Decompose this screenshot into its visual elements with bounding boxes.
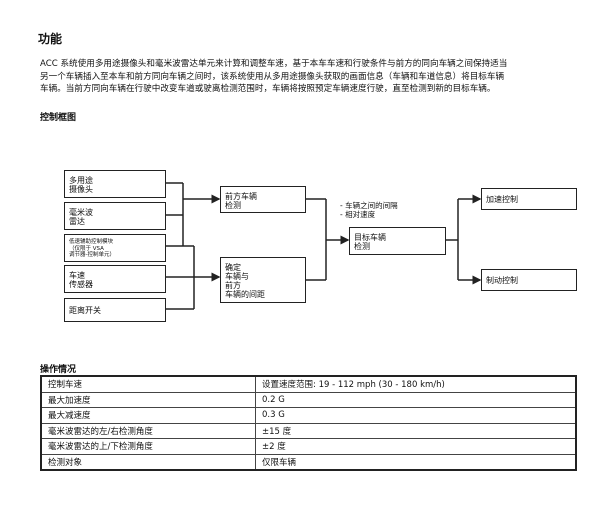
target-vehicle-detect-label: 目标车辆 检测 xyxy=(354,233,386,251)
table-cell-value: 0.3 G xyxy=(255,407,577,424)
target-vehicle-detect-box: 目标车辆 检测 xyxy=(349,227,446,255)
input-box-radar: 毫米波 雷达 xyxy=(64,202,166,230)
front-vehicle-detect-box: 前方车辆 检测 xyxy=(220,186,306,213)
table-cell-item: 控制车速 xyxy=(40,375,256,393)
table-row: 毫米波雷达的上/下检测角度 ±2 度 xyxy=(40,438,577,455)
table-cell-value: ±2 度 xyxy=(255,438,577,455)
section-title: 功能 xyxy=(38,32,63,46)
front-vehicle-detect-label: 前方车辆 检测 xyxy=(225,192,257,210)
table-cell-item: 检测对象 xyxy=(40,453,256,471)
operation-title: 操作情况 xyxy=(40,365,77,375)
distance-calc-label: 确定 车辆与 前方 车辆的间距 xyxy=(225,263,265,299)
input-label: 多用途 摄像头 xyxy=(69,176,93,194)
table-cell-item: 毫米波雷达的左/右检测角度 xyxy=(40,422,256,439)
operation-table: 控制车速 设置速度范围: 19 - 112 mph (30 - 180 km/h… xyxy=(40,375,577,471)
table-row: 毫米波雷达的左/右检测角度 ±15 度 xyxy=(40,422,577,439)
table-cell-value: 仅限车辆 xyxy=(255,453,577,471)
input-box-vsa-module: 低速辅助控制模块 （仅限于 VSA 调节器-控制单元） xyxy=(64,234,166,262)
intro-line: 车辆。当前方同向车辆在行驶中改变车道或驶离检测范围时，车辆将按照预定车辆速度行驶… xyxy=(40,84,496,94)
table-cell-item: 最大减速度 xyxy=(40,407,256,424)
accel-control-label: 加速控制 xyxy=(486,195,518,204)
distance-calc-box: 确定 车辆与 前方 车辆的间距 xyxy=(220,257,306,303)
table-row: 最大加速度 0.2 G xyxy=(40,391,577,408)
input-label: 距离开关 xyxy=(69,306,101,315)
input-box-distance-switch: 距离开关 xyxy=(64,298,166,322)
input-label: 低速辅助控制模块 （仅限于 VSA 调节器-控制单元） xyxy=(69,239,115,258)
intro-line: ACC 系统使用多用途摄像头和毫米波雷达单元来计算和调整车速，基于本车车速和行驶… xyxy=(40,59,508,69)
input-box-camera: 多用途 摄像头 xyxy=(64,170,166,198)
table-row: 检测对象 仅限车辆 xyxy=(40,453,577,471)
table-row: 最大减速度 0.3 G xyxy=(40,407,577,424)
input-box-speed-sensor: 车速 传感器 xyxy=(64,265,166,293)
intro-line: 另一个车辆插入至本车和前方同向车辆之间时，该系统使用从多用途摄像头获取的画面信息… xyxy=(40,71,505,82)
table-cell-value: 设置速度范围: 19 - 112 mph (30 - 180 km/h) xyxy=(255,375,577,393)
table-cell-value: 0.2 G xyxy=(255,391,577,408)
brake-control-label: 制动控制 xyxy=(486,276,518,285)
input-label: 车速 传感器 xyxy=(69,271,93,289)
input-label: 毫米波 雷达 xyxy=(69,208,93,226)
block-diagram-title: 控制框图 xyxy=(40,113,77,123)
accel-control-box: 加速控制 xyxy=(481,188,577,210)
table-row: 控制车速 设置速度范围: 19 - 112 mph (30 - 180 km/h… xyxy=(40,375,577,393)
gap-speed-note: - 车辆之间的间隔 - 相对速度 xyxy=(340,201,398,219)
intro-paragraph: ACC 系统使用多用途摄像头和毫米波雷达单元来计算和调整车速，基于本车车速和行驶… xyxy=(40,58,603,96)
table-cell-item: 最大加速度 xyxy=(40,391,256,408)
brake-control-box: 制动控制 xyxy=(481,269,577,291)
table-cell-value: ±15 度 xyxy=(255,422,577,439)
table-cell-item: 毫米波雷达的上/下检测角度 xyxy=(40,438,256,455)
